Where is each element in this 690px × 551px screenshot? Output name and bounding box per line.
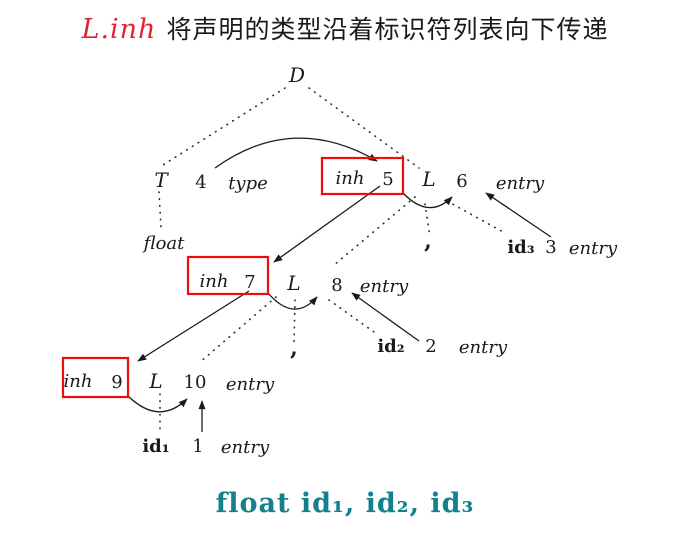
edge-l8-to-id2 — [328, 299, 375, 333]
arrow-inh5-to-inh7 — [273, 185, 381, 263]
node-D: D — [288, 63, 305, 87]
attr-inh5: inh — [336, 168, 365, 189]
id2-number: 2 — [425, 336, 436, 357]
edge-t-to-float — [158, 191, 162, 229]
leaf-id2: id₂ — [377, 336, 404, 357]
attr-entry10: entry — [226, 374, 275, 395]
attr-type: type — [228, 173, 268, 194]
attr-inh7: inh — [200, 271, 229, 292]
highlight-box-inh9 — [61, 356, 130, 399]
edge-l8-to-l10 — [198, 296, 277, 364]
id3-number: 3 — [545, 237, 556, 258]
id1-number: 1 — [192, 436, 203, 457]
node-T-number: 4 — [195, 172, 206, 193]
highlight-box-inh7 — [186, 255, 270, 296]
edge-l6-to-l8 — [333, 196, 416, 266]
edge-d-to-t — [162, 87, 286, 166]
leaf-comma1: , — [424, 228, 432, 254]
attr-entry-id1: entry — [221, 437, 270, 458]
figure-caption: float id₁, id₂, id₃ — [215, 488, 475, 519]
node-10-number: 10 — [184, 372, 207, 393]
arrow-type-to-inh5 — [214, 137, 378, 169]
arrow-inh9-to-l10 — [127, 395, 188, 413]
leaf-id1: id₁ — [142, 436, 169, 457]
edge-l6-to-comma1 — [424, 203, 431, 238]
node-8-number: 8 — [331, 275, 342, 296]
arrow-inh7-to-l8 — [267, 292, 318, 310]
node-7-number: 7 — [244, 272, 255, 293]
arrow-id3-to-l6 — [485, 192, 552, 238]
attr-entry-id2: entry — [459, 337, 508, 358]
node-L10: L — [148, 369, 162, 393]
arrow-inh5-to-l6 — [402, 192, 453, 209]
leaf-comma2: , — [290, 335, 298, 361]
attr-entry6: entry — [496, 173, 545, 194]
leaf-id3: id₃ — [507, 237, 534, 258]
leaf-float: float — [142, 233, 186, 254]
arrow-inh7-to-inh9 — [137, 290, 250, 362]
attr-entry-id3: entry — [569, 238, 618, 259]
figure-title: L.inh 将声明的类型沿着标识符列表向下传递 — [0, 10, 690, 46]
edge-d-to-l6 — [308, 87, 420, 169]
edge-l8-to-comma2 — [293, 299, 296, 344]
arrow-id2-to-l8 — [351, 292, 420, 342]
node-T: T — [154, 168, 169, 192]
node-6-number: 6 — [456, 171, 467, 192]
node-L6: L — [421, 167, 435, 191]
edge-l6-to-id3 — [446, 200, 506, 234]
node-5-number: 5 — [382, 169, 393, 190]
title-text: 将声明的类型沿着标识符列表向下传递 — [166, 15, 609, 44]
node-L8: L — [286, 271, 300, 295]
node-9-number: 9 — [111, 372, 122, 393]
attr-entry8: entry — [360, 276, 409, 297]
attr-inh9: inh — [64, 371, 93, 392]
highlight-box-inh5 — [320, 156, 405, 196]
title-highlight: L.inh — [81, 14, 157, 45]
parse-tree-diagram: D T 4 type inh 5 L 6 entry float , id₃ 3… — [61, 63, 618, 458]
